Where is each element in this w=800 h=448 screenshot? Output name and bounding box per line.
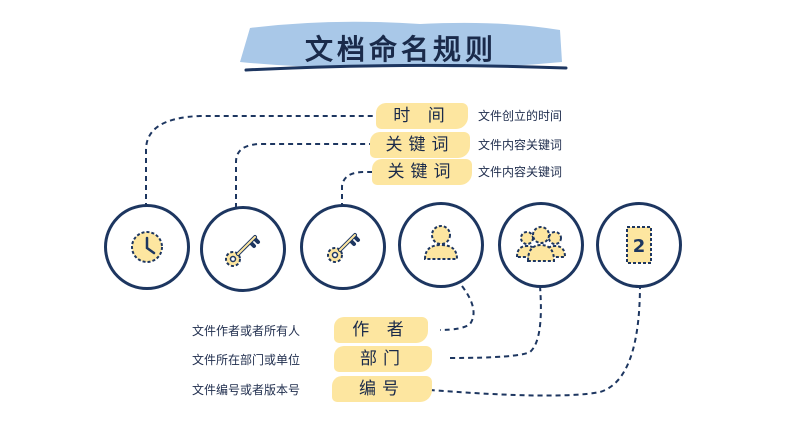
- tag-author: 作 者: [334, 317, 428, 343]
- circle-group: [498, 202, 584, 288]
- desc-keyword-2: 文件内容关键词: [478, 165, 563, 179]
- circle-key-1: [200, 206, 286, 292]
- key-icon: [225, 235, 260, 267]
- key-icon: [327, 233, 360, 263]
- tag-keyword-2: 关键词: [372, 159, 472, 185]
- connector-author: [439, 285, 475, 331]
- connector-number: [429, 283, 641, 397]
- circle-key-2: [300, 204, 386, 290]
- tag-keyword-1: 关键词: [370, 132, 470, 158]
- circle-person: [398, 202, 484, 288]
- connector-time: [145, 115, 378, 208]
- connector-keyword-1: [235, 143, 372, 208]
- circle-document: 2: [596, 202, 682, 288]
- circle-clock: [104, 204, 190, 290]
- group-icon: [515, 226, 567, 262]
- desc-department: 文件所在部门或单位: [192, 353, 301, 367]
- page-title: 文档命名规则: [304, 33, 497, 66]
- document-number-label: 2: [633, 236, 646, 257]
- title-band: [240, 21, 562, 68]
- clock-icon: [131, 231, 163, 263]
- person-icon: [423, 225, 459, 260]
- connector-keyword-2: [341, 171, 376, 208]
- desc-time: 文件创立的时间: [478, 109, 563, 123]
- title-underline: [244, 63, 568, 72]
- tag-department: 部门: [334, 346, 432, 372]
- desc-number: 文件编号或者版本号: [192, 383, 301, 397]
- tag-number: 编号: [332, 376, 432, 402]
- connector-department: [449, 285, 542, 359]
- desc-author: 文件作者或者所有人: [192, 324, 301, 338]
- tag-time: 时 间: [376, 103, 468, 129]
- document-number-icon: 2: [626, 226, 652, 264]
- title-banner: 文档命名规则: [236, 14, 566, 84]
- desc-keyword-1: 文件内容关键词: [478, 138, 563, 152]
